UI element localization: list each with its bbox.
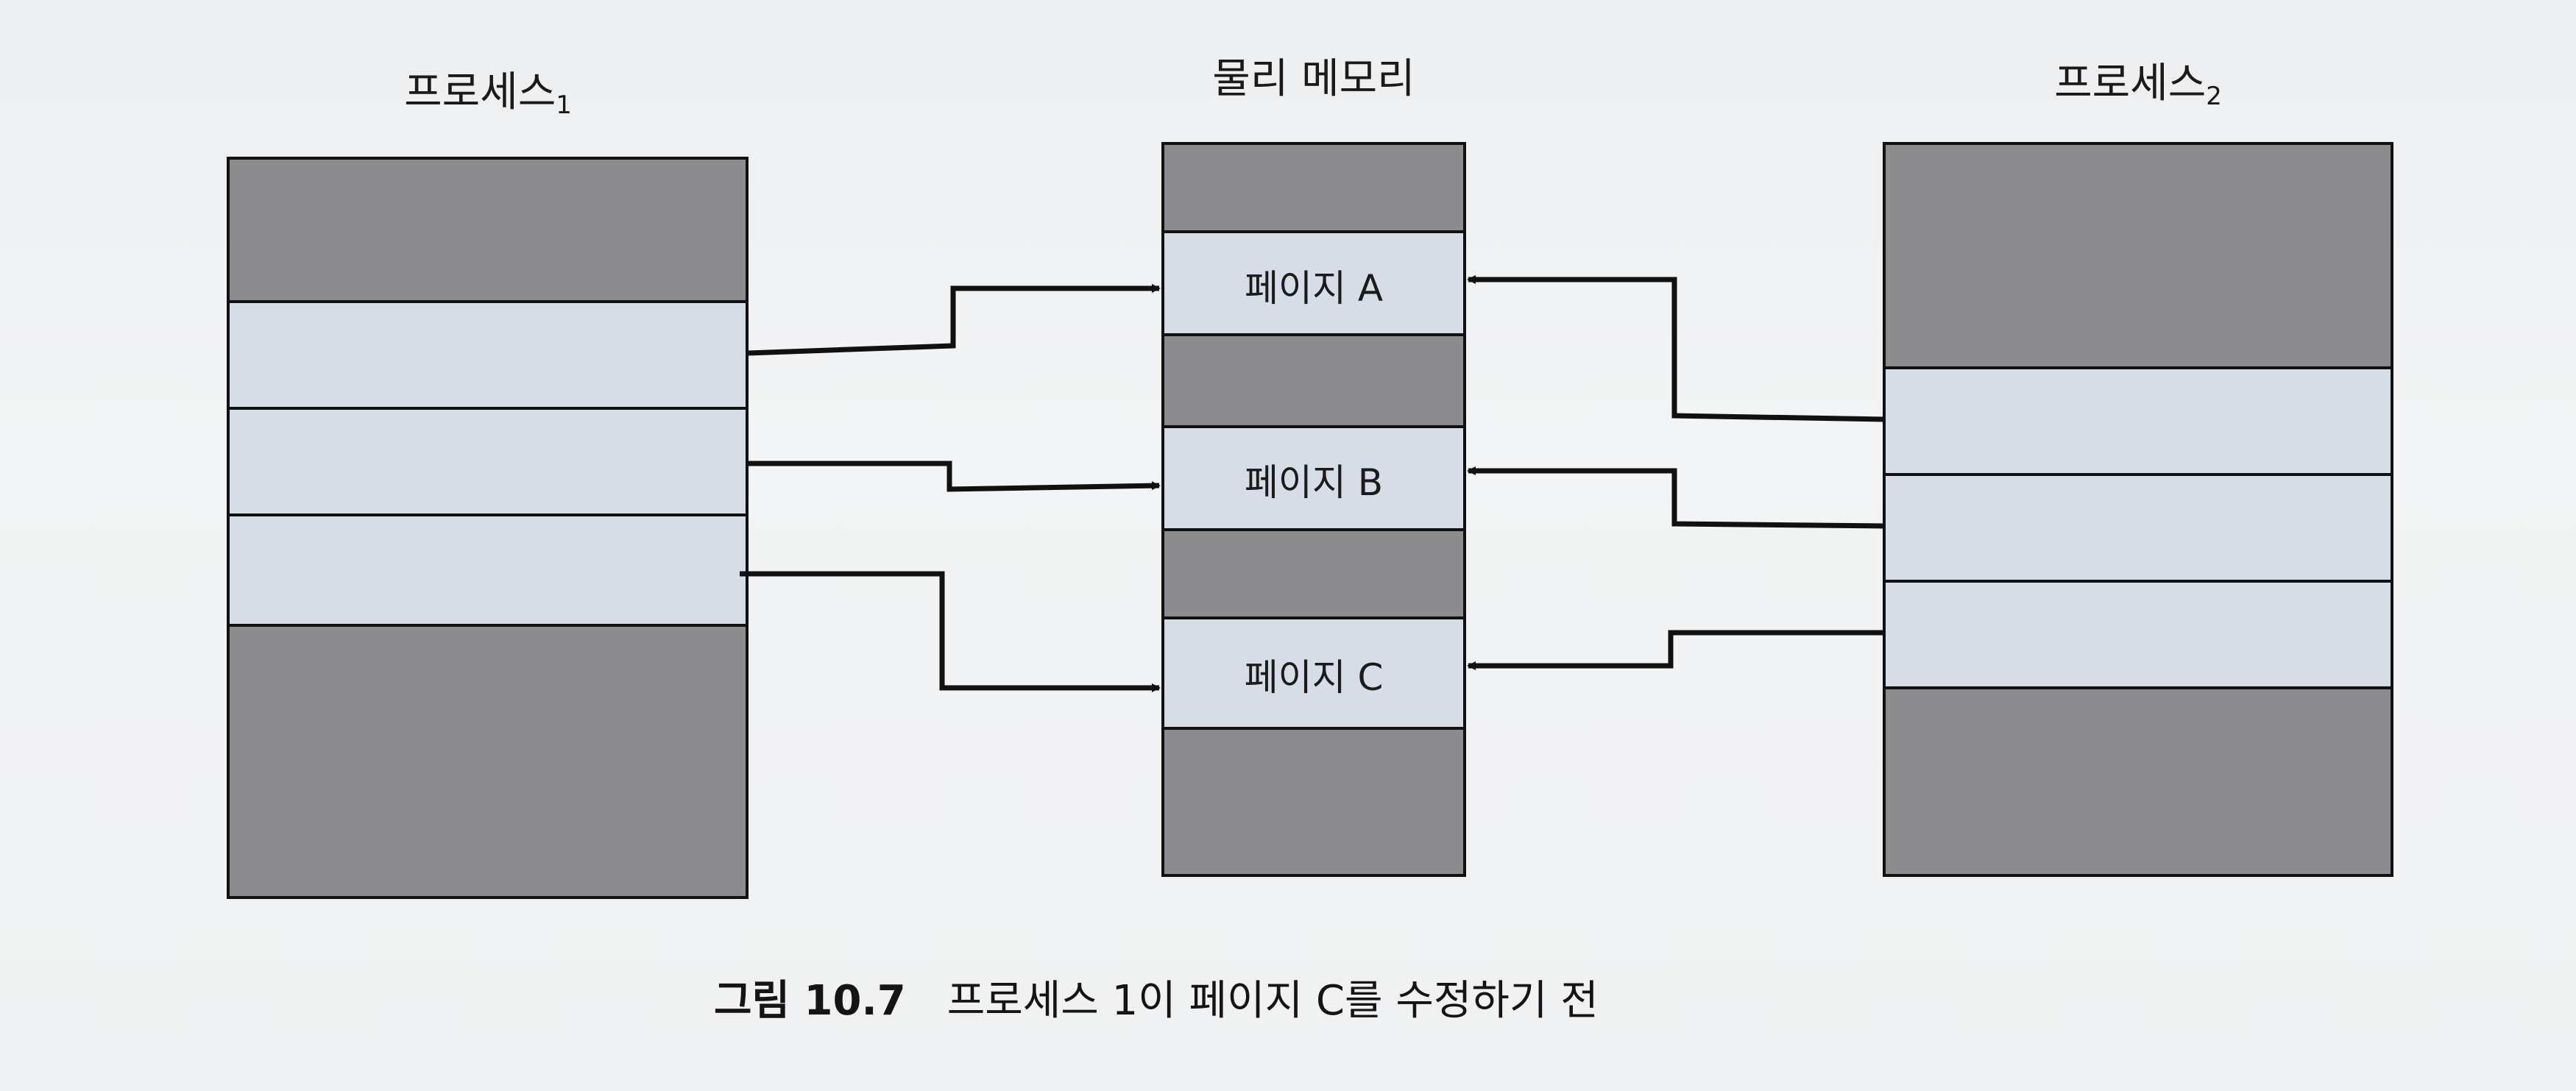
process2-page-row-1: [1883, 366, 2393, 476]
process2-title-text: 프로세스: [2054, 60, 2207, 107]
memory-block-2: [1161, 333, 1466, 428]
process2-title: 프로세스2: [2054, 50, 2222, 111]
process1-title: 프로세스1: [404, 59, 572, 120]
memory-block-3: [1161, 528, 1466, 619]
arrow-p2-to-page-a: [1467, 275, 1885, 422]
process2-page-row-3: [1883, 580, 2393, 689]
process2-column: [1883, 142, 2393, 877]
process1-page-row-3: [227, 513, 749, 627]
process2-bottom-block: [1883, 686, 2393, 877]
process1-page-row-1: [227, 300, 749, 410]
process1-page-row-2: [227, 407, 749, 516]
process2-top-block: [1883, 142, 2393, 369]
memory-page-a: [1161, 230, 1466, 336]
physical-memory-column: [1161, 142, 1466, 877]
physical-memory-title: 물리 메모리: [1212, 46, 1415, 105]
process1-bottom-block: [227, 624, 749, 899]
memory-page-c: [1161, 616, 1466, 730]
arrow-p2-to-page-b: [1467, 466, 1885, 529]
arrow-p1-to-page-a: [746, 284, 1161, 356]
physical-memory-title-text: 물리 메모리: [1212, 55, 1415, 103]
figure-caption: 그림 10.7 프로세스 1이 페이지 C를 수정하기 전: [714, 967, 1599, 1027]
memory-page-a-label: 페이지 A: [1244, 267, 1384, 310]
process2-title-subscript: 2: [2206, 82, 2222, 111]
process1-title-subscript: 1: [556, 90, 572, 120]
memory-block-1: [1161, 142, 1466, 233]
arrow-p1-to-page-c: [740, 571, 1161, 692]
figure-number: 그림 10.7: [714, 977, 906, 1025]
arrow-p1-to-page-b: [747, 461, 1161, 492]
memory-page-b: [1161, 425, 1466, 531]
process1-top-block: [227, 157, 749, 303]
process1-column: [227, 157, 749, 899]
process2-page-row-2: [1883, 473, 2393, 583]
memory-block-4: [1161, 727, 1466, 877]
figure-caption-text: 프로세스 1이 페이지 C를 수정하기 전: [946, 977, 1599, 1025]
memory-page-b-label: 페이지 B: [1244, 461, 1384, 504]
arrow-p2-to-page-c: [1467, 630, 1884, 670]
process1-title-text: 프로세스: [404, 68, 556, 116]
memory-page-c-label: 페이지 C: [1244, 656, 1384, 699]
